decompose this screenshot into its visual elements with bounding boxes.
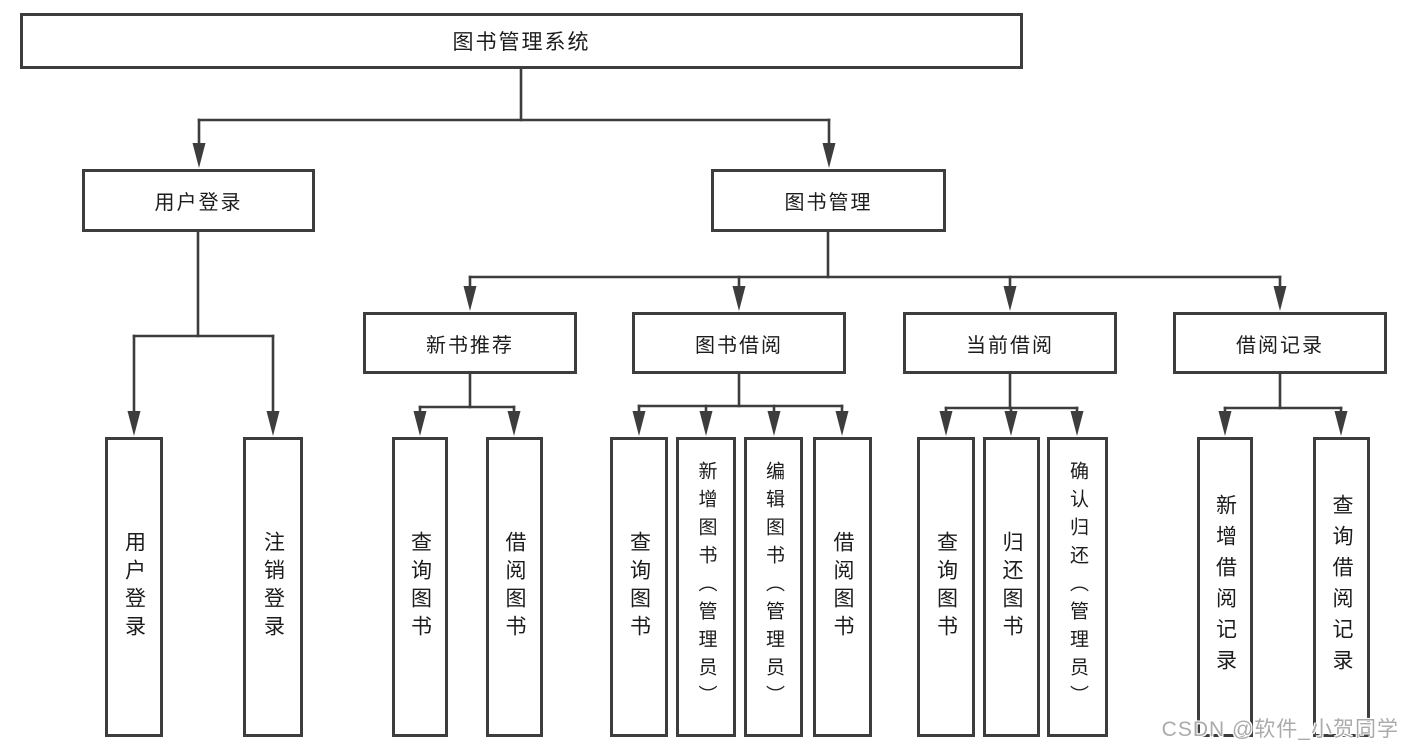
node-label: 图书借阅 [695,334,783,357]
leaf-query-books-current: 查询图书 [917,437,975,737]
node-label: 编辑图书（管理员） [763,461,784,713]
leaf-edit-books-admin: 编辑图书（管理员） [744,437,803,737]
arrowheads [127,143,1348,436]
watermark: CSDN @软件_小贺同学 [1161,718,1399,741]
node-label: 图书管理 [784,192,873,214]
node-label: 确认归还（管理员） [1067,461,1088,713]
node-label: 借阅图书 [503,531,526,643]
node-label: 查询图书 [934,531,958,643]
node-label: 图书管理系统 [452,31,591,54]
node-borrow-records: 借阅记录 [1173,312,1387,374]
leaf-logout: 注销登录 [243,437,303,737]
node-label: 借阅图书 [831,531,854,643]
leaf-confirm-return-admin: 确认归还（管理员） [1047,437,1108,737]
node-label: 当前借阅 [966,334,1054,357]
node-label: 借阅记录 [1236,334,1324,357]
node-label: 用户登录 [122,531,146,643]
node-label: 查询图书 [408,531,432,643]
node-label: 归还图书 [1000,531,1023,643]
node-label: 查询借阅记录 [1330,494,1353,680]
leaf-add-books-admin: 新增图书（管理员） [676,437,736,737]
node-label: 注销登录 [261,531,285,643]
node-label: 用户登录 [154,192,243,214]
node-book-management: 图书管理 [711,169,946,232]
node-book-borrow: 图书借阅 [632,312,846,374]
node-label: 新增图书（管理员） [695,461,717,713]
leaf-borrow-books: 借阅图书 [813,437,872,737]
node-label: 新书推荐 [426,334,514,357]
leaf-borrow-books-recommend: 借阅图书 [486,437,543,737]
node-current-borrow: 当前借阅 [903,312,1117,374]
node-library-system: 图书管理系统 [20,13,1023,69]
node-user-login-module: 用户登录 [82,169,315,232]
node-label: 新增借阅记录 [1213,494,1237,680]
leaf-add-borrow-record: 新增借阅记录 [1197,437,1253,737]
leaf-query-books-recommend: 查询图书 [392,437,448,737]
node-new-book-recommend: 新书推荐 [363,312,577,374]
node-label: 查询图书 [627,531,651,643]
leaf-user-login: 用户登录 [105,437,163,737]
leaf-return-books: 归还图书 [983,437,1040,737]
leaf-query-borrow-record: 查询借阅记录 [1313,437,1370,737]
leaf-query-books-borrow: 查询图书 [610,437,668,737]
